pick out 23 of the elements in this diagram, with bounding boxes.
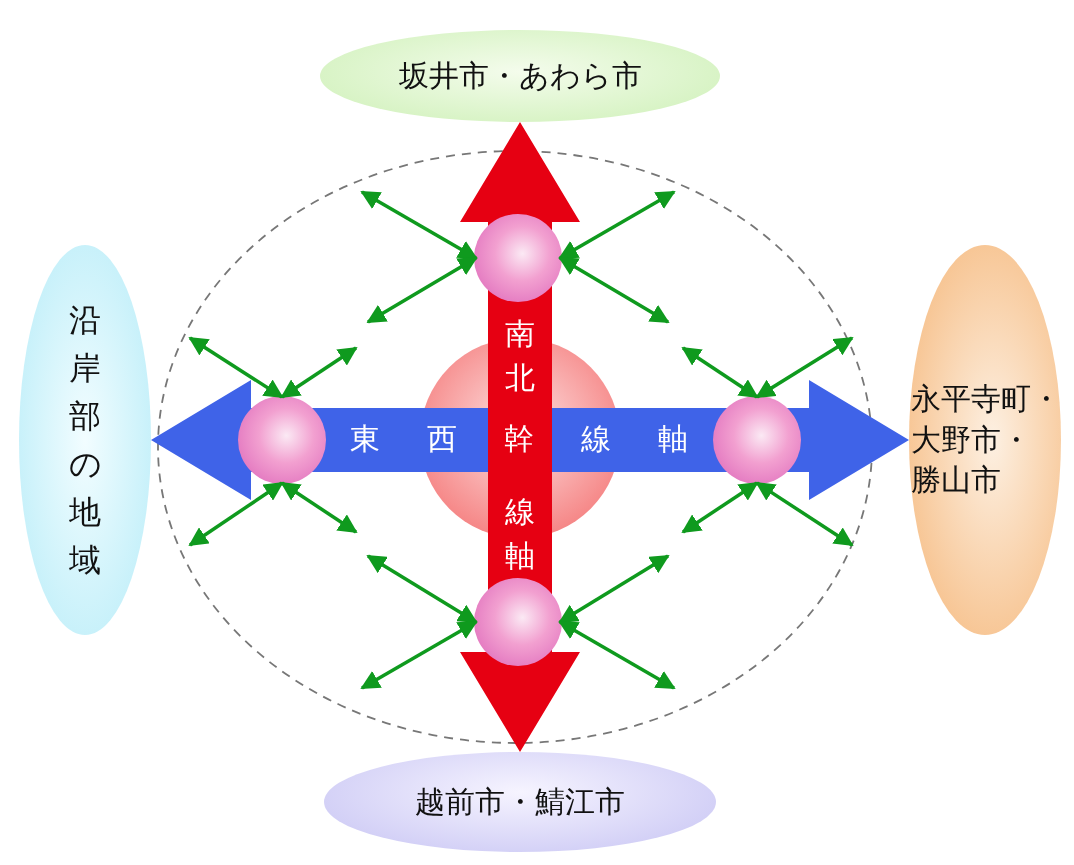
double-arrow: [558, 190, 676, 260]
double-arrow: [188, 336, 284, 399]
double-arrow: [558, 256, 670, 324]
axis-label: 南北: [505, 315, 535, 397]
double-arrow: [755, 481, 854, 547]
double-arrow: [360, 620, 478, 690]
double-arrow: [366, 554, 478, 624]
double-arrow: [188, 481, 284, 547]
double-arrow: [280, 481, 358, 534]
axis-label: 東西幹線軸: [350, 424, 735, 454]
double-arrow: [558, 620, 676, 690]
double-arrow: [755, 336, 854, 399]
region-name: 永平寺町・大野市・勝山市: [910, 380, 1062, 500]
region-name: 坂井市・あわら市: [398, 58, 642, 94]
region-name: 越前市・鯖江市: [415, 784, 625, 820]
axis-label: 線軸: [505, 493, 535, 575]
double-arrow: [681, 481, 759, 534]
double-arrow: [280, 346, 358, 399]
double-arrow: [558, 554, 670, 624]
double-arrow: [366, 256, 478, 324]
double-arrow: [681, 346, 759, 399]
double-arrow: [360, 190, 478, 260]
region-name: 沿岸部の地域: [68, 300, 102, 581]
